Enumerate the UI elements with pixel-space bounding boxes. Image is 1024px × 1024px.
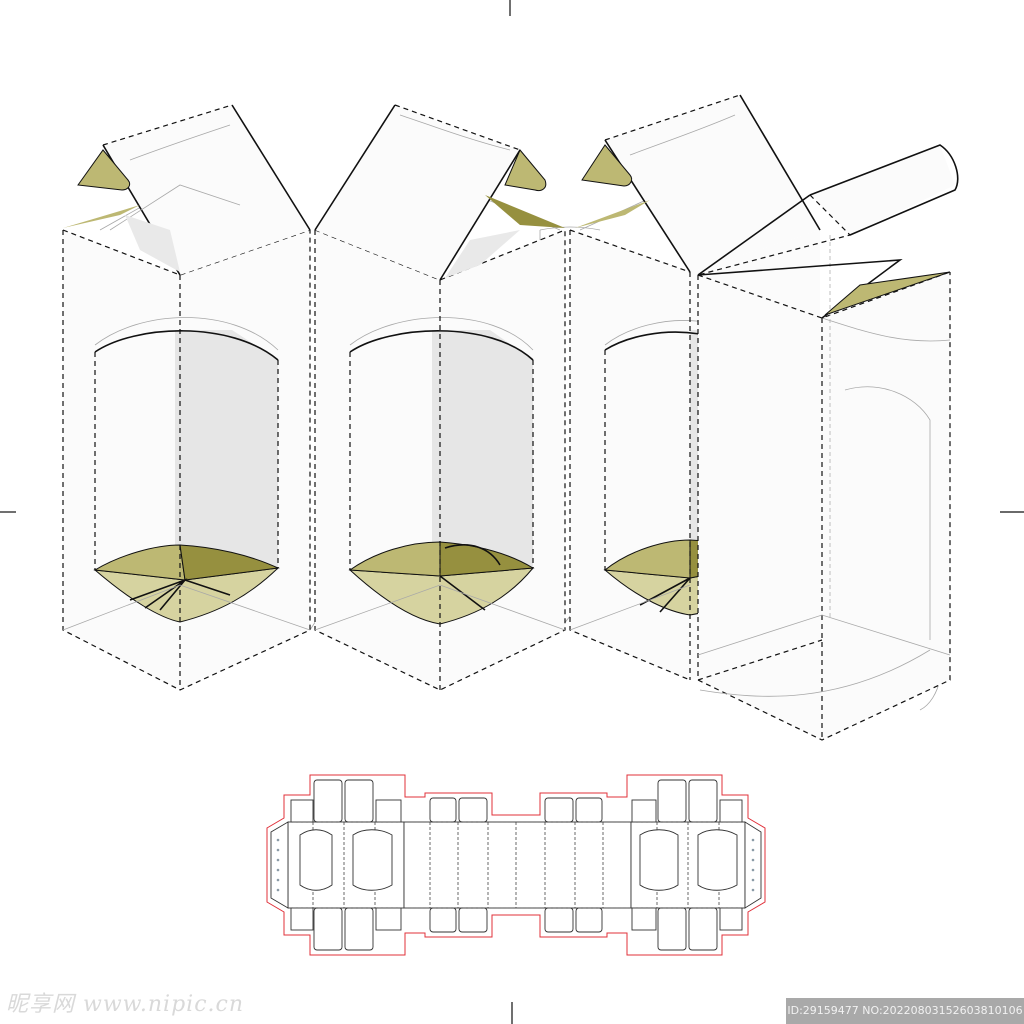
window-interior	[175, 330, 278, 570]
dieline-layout	[266, 774, 766, 956]
bleed-outline	[266, 774, 766, 956]
box-2	[314, 104, 566, 691]
box-1	[62, 104, 311, 691]
watermark-id: ID:29159477 NO:20220803152603810106	[786, 998, 1024, 1024]
kraft-tuck-flap	[77, 149, 131, 191]
window-interior	[432, 330, 533, 570]
box-4	[697, 144, 959, 741]
watermark-site: 昵享网 www.nipic.cn	[6, 992, 244, 1017]
box-3d-view	[62, 94, 959, 741]
